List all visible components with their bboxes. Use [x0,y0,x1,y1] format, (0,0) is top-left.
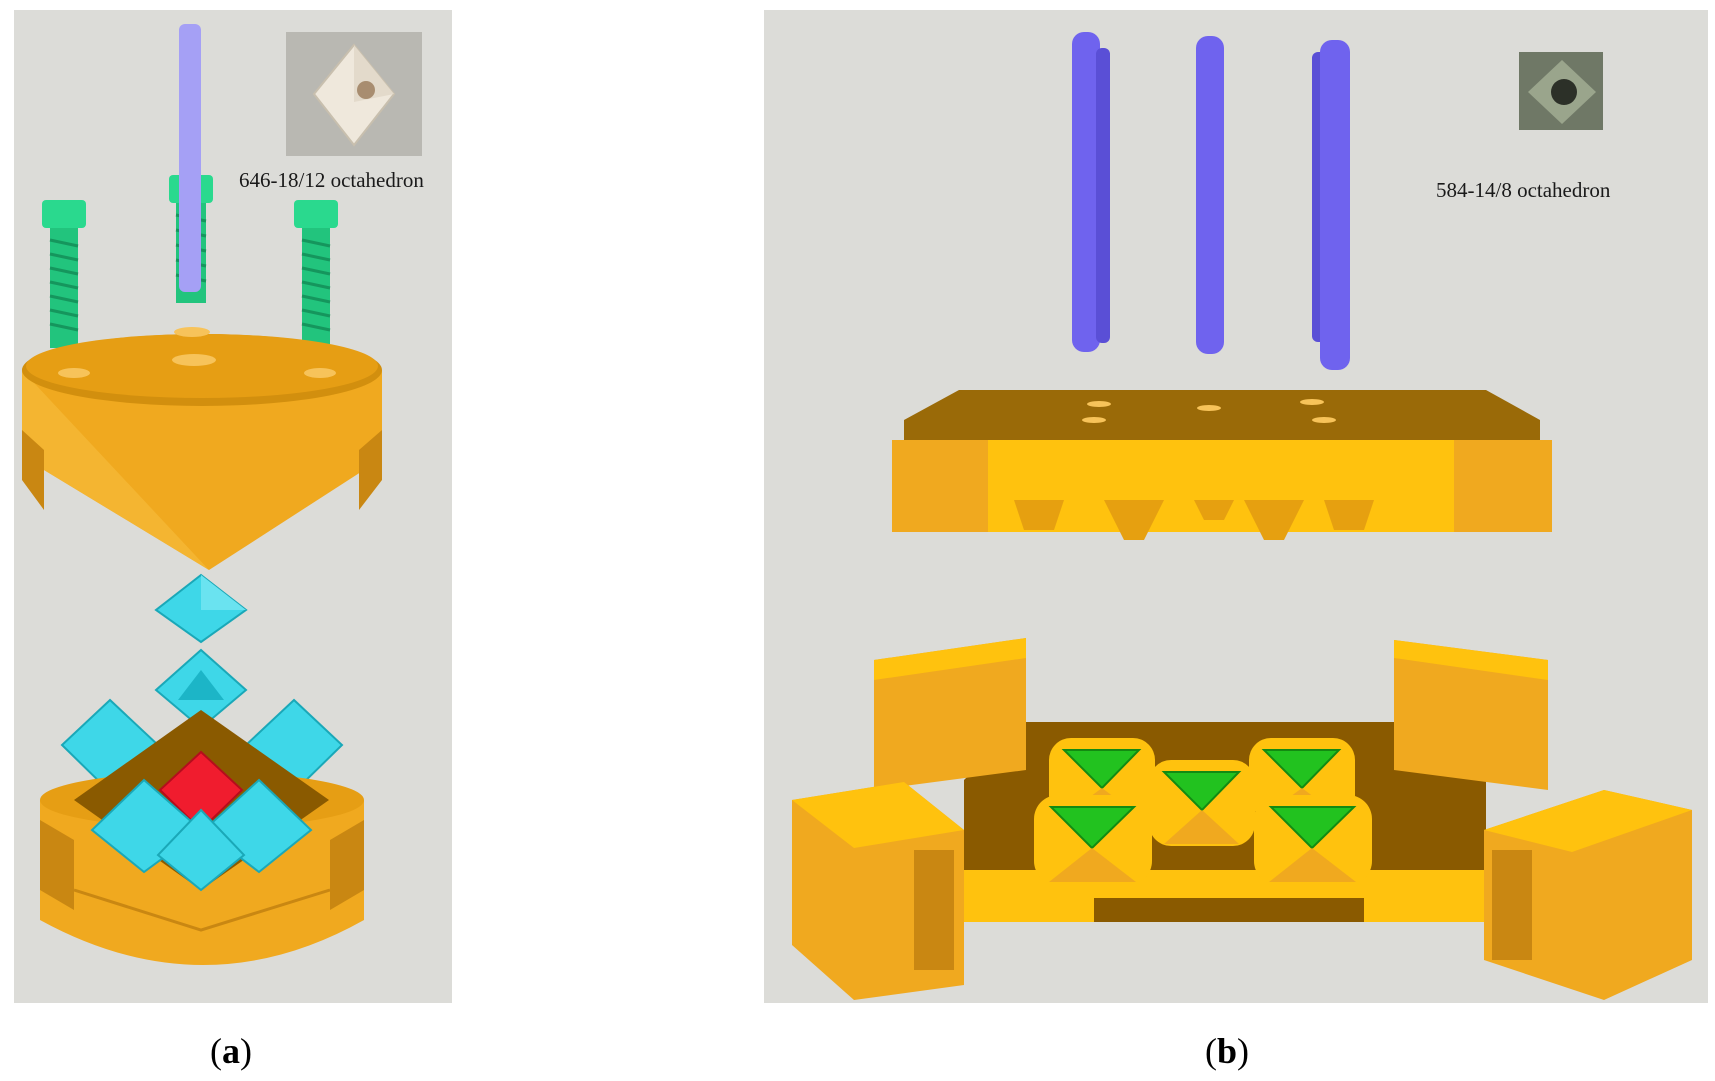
octahedron-top [154,573,248,644]
screw-right [294,200,338,348]
mold-assembly-a [22,24,422,965]
screw-left [42,200,86,348]
pin-center [179,24,201,292]
insert-5 [1254,795,1372,885]
caption-b: (b) [1205,1031,1250,1071]
side-block-back-right [1394,640,1548,790]
panel-a: 646-18/12 octahedron [14,10,452,1003]
side-block-back-left [874,638,1026,790]
side-block-front-right [1484,790,1692,1000]
inset-label-a: 646-18/12 octahedron [239,168,424,192]
lower-mold-a [40,710,364,965]
side-block-front-left [792,782,964,1000]
inset-label-b: 584-14/8 octahedron [1436,178,1611,202]
inset-photo-b [1519,52,1603,130]
panel-b: 584-14/8 octahedron [764,10,1708,1003]
upper-mold-a [22,327,382,570]
insert-3 [1149,760,1255,846]
upper-mold-b [892,390,1552,540]
inset-photo-a [286,32,422,156]
pins-b [1072,32,1350,370]
insert-4 [1034,795,1152,885]
mold-assembly-b [792,32,1692,1000]
caption-a: (a) [210,1031,252,1071]
